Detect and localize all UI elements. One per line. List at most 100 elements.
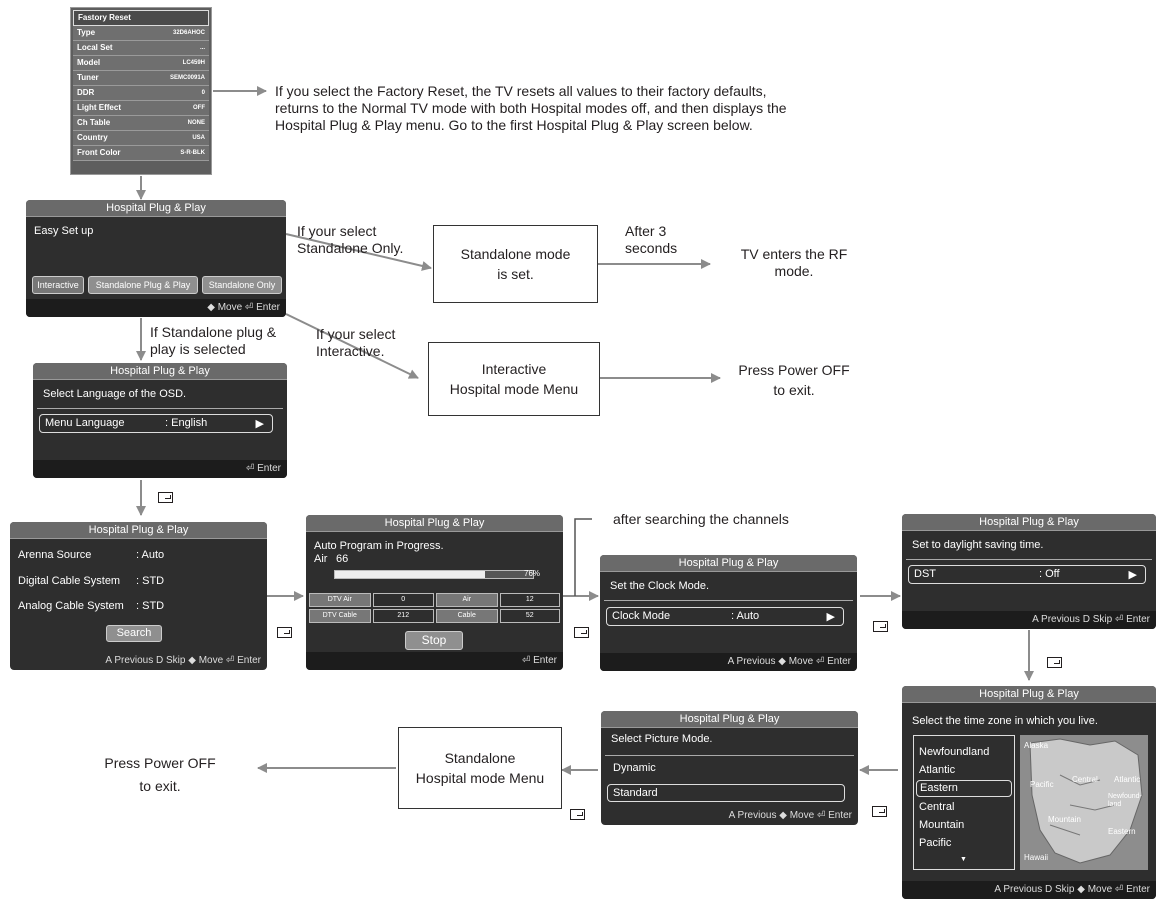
factory-menu-row[interactable]: Ch Table NONE — [73, 116, 209, 131]
box-line: is set. — [497, 266, 534, 282]
factory-menu-row[interactable]: Type 32D6AHOC — [73, 26, 209, 41]
option-interactive[interactable]: Interactive — [32, 276, 84, 294]
zone-item[interactable]: Central — [919, 801, 955, 813]
grid-value: 212 — [372, 609, 434, 623]
standalone-menu-box: Standalone Hospital mode Menu — [398, 727, 562, 809]
stop-button[interactable]: Stop — [405, 631, 463, 650]
screen-footer: ◆ Move ⏎ Enter — [26, 299, 286, 317]
box-line: Interactive — [481, 361, 547, 377]
grid-value: 0 — [372, 593, 434, 607]
channel-grid: DTV Air 0 Air 12 DTV Cable 212 Cable 52 — [309, 593, 560, 623]
option-standalone-plug-play[interactable]: Standalone Plug & Play — [88, 276, 198, 294]
screen-heading: Set to daylight saving time. — [912, 539, 1044, 551]
note-line: to exit. — [773, 382, 815, 398]
dst-row[interactable]: DST : Off ▶ — [908, 565, 1146, 584]
arrow-right-icon: ▶ — [255, 418, 264, 430]
chevron-down-icon: ▼ — [960, 856, 967, 863]
row-label: Menu Language — [45, 417, 125, 429]
screen-title: Hospital Plug & Play — [902, 514, 1156, 531]
antenna-screen: Hospital Plug & Play Arenna Source : Aut… — [10, 522, 267, 670]
north-america-map-icon — [1029, 738, 1143, 864]
box-line: Standalone mode — [460, 246, 571, 262]
row-value: 32D6AHOC — [172, 30, 205, 36]
picture-option-selected[interactable]: Standard — [607, 784, 845, 802]
row-label: Type — [77, 28, 96, 37]
enter-key-icon — [1047, 657, 1062, 668]
factory-menu-row[interactable]: Fastory Reset — [73, 10, 209, 26]
zone-item[interactable]: Newfoundland — [919, 746, 990, 758]
option-standalone-only[interactable]: Standalone Only — [202, 276, 282, 294]
row-value: : STD — [136, 600, 165, 612]
screen-heading: Select the time zone in which you live. — [912, 715, 1098, 727]
note-line: returns to the Normal TV mode with both … — [275, 100, 787, 116]
note-line: mode. — [774, 263, 814, 279]
row-value: : Auto — [731, 610, 760, 622]
zone-item-selected[interactable]: Eastern — [916, 780, 1012, 797]
map-label: Central — [1072, 775, 1098, 784]
zone-item[interactable]: Pacific — [919, 837, 952, 849]
standalone-mode-set-box: Standalone mode is set. — [433, 225, 598, 303]
screen-footer: A Previous D Skip ◆ Move ⏎ Enter — [902, 881, 1156, 899]
search-button[interactable]: Search — [106, 625, 162, 642]
arrow-right-icon: ▶ — [826, 611, 835, 623]
factory-reset-note: If you select the Factory Reset, the TV … — [275, 83, 895, 134]
box-line: Hospital mode Menu — [415, 770, 545, 786]
screen-title: Hospital Plug & Play — [33, 363, 287, 380]
row-value: USA — [192, 135, 205, 141]
note-line: play is selected — [150, 341, 246, 357]
enter-key-icon — [277, 627, 292, 638]
factory-menu-row[interactable]: Local Set... — [73, 41, 209, 56]
box-line: Standalone — [444, 750, 516, 766]
screen-footer: A Previous ◆ Move ⏎ Enter — [728, 810, 852, 821]
clock-screen: Hospital Plug & Play Set the Clock Mode.… — [600, 555, 857, 671]
zone-item[interactable]: Mountain — [919, 819, 965, 831]
row-label: DST — [914, 568, 936, 580]
grid-value: 12 — [499, 593, 560, 607]
row-value: : English — [165, 417, 208, 429]
row-label: Local Set — [77, 43, 113, 52]
row-label: Ch Table — [77, 118, 111, 127]
map-label: Mountain — [1048, 815, 1081, 824]
time-zone-screen: Hospital Plug & Play Select the time zon… — [902, 686, 1156, 899]
air-value: 66 — [336, 553, 349, 565]
note-line: If your select — [316, 326, 396, 342]
picture-option[interactable]: Dynamic — [613, 762, 656, 774]
note-line: Press Power OFF — [738, 362, 850, 378]
if-standalone-only-note: If your select Standalone Only. — [297, 223, 403, 257]
factory-menu-row[interactable]: Country USA — [73, 131, 209, 146]
row-value: NONE — [187, 120, 205, 126]
row-label: Analog Cable System — [18, 600, 124, 612]
zone-item[interactable]: Atlantic — [919, 764, 956, 776]
screen-footer: A Previous D Skip ⏎ Enter — [902, 611, 1156, 629]
note-line: If Standalone plug & — [150, 324, 277, 340]
clock-mode-row[interactable]: Clock Mode : Auto ▶ — [606, 607, 844, 626]
auto-program-screen: Hospital Plug & Play Auto Program in Pro… — [306, 515, 563, 670]
divider — [605, 755, 854, 756]
map-label: Eastern — [1108, 827, 1136, 836]
grid-label: DTV Cable — [309, 609, 371, 623]
if-interactive-note: If your select Interactive. — [316, 326, 395, 360]
screen-heading: Set the Clock Mode. — [610, 580, 710, 592]
enter-key-icon — [574, 627, 589, 638]
note-line: If you select the Factory Reset, the TV … — [275, 83, 767, 99]
map-label: Alaska — [1024, 741, 1049, 750]
divider — [906, 559, 1152, 560]
picture-mode-screen: Hospital Plug & Play Select Picture Mode… — [601, 711, 858, 825]
note-line: Interactive. — [316, 343, 385, 359]
screen-title: Hospital Plug & Play — [306, 515, 563, 532]
note-line: After 3 — [625, 223, 667, 239]
arrow-right-icon: ▶ — [1128, 569, 1137, 581]
menu-language-row[interactable]: Menu Language : English ▶ — [39, 414, 273, 433]
screen-footer: ⏎ Enter — [33, 460, 287, 478]
map-label: Pacific — [1030, 780, 1054, 789]
dst-screen: Hospital Plug & Play Set to daylight sav… — [902, 514, 1156, 629]
row-label: Country — [77, 133, 108, 142]
